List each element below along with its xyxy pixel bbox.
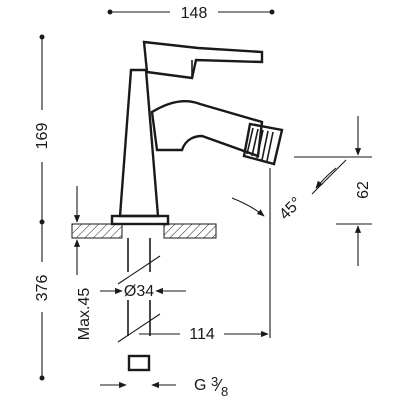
dim-thread-label: G [194,377,206,394]
dim-max-thickness: Max.45 [73,186,93,341]
dim-thread: G 3 8 [100,374,228,399]
dim-reach: 114 [139,168,271,343]
dim-height-total-label: 376 [34,275,51,302]
dim-angle: 45° [231,159,347,223]
dim-spout-height-label: 62 [355,181,372,199]
dim-reach-label: 114 [189,326,215,343]
countertop [71,223,217,239]
dim-spout-height: 62 [294,116,372,266]
dim-height-body-label: 169 [34,123,51,150]
dim-thread-denominator: 8 [221,384,228,399]
dim-width-top-label: 148 [181,5,208,22]
dim-hole-diameter-label: Ø34 [124,283,154,300]
supply-pipe [117,238,161,372]
dim-max-thickness-label: Max.45 [76,288,93,341]
dim-angle-label: 45° [276,194,305,223]
faucet [110,40,284,226]
dim-width-top: 148 [107,5,275,22]
dim-hole-diameter: Ø34 [100,283,186,300]
dim-left-vertical: 169 376 [34,34,51,381]
dim-thread-numerator: 3 [211,374,218,389]
